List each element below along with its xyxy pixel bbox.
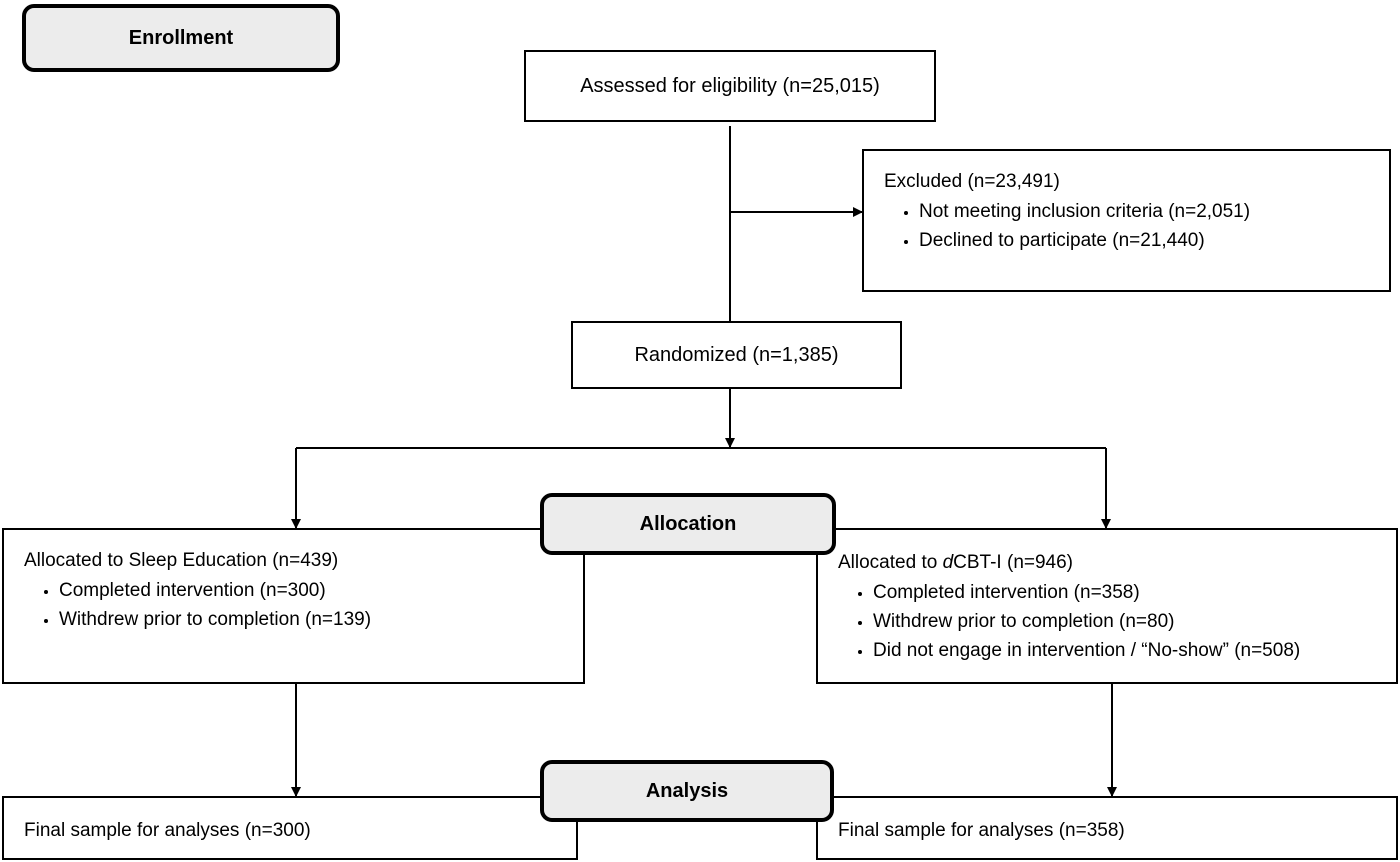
dcbt-box: Allocated to dCBT-I (n=946) Completed in… [816, 528, 1398, 684]
analysis-label: Analysis [540, 760, 834, 822]
final-sample-right-box: Final sample for analyses (n=358) [816, 796, 1398, 860]
list-item: Withdrew prior to completion (n=139) [59, 605, 583, 634]
sleep-education-box: Allocated to Sleep Education (n=439) Com… [2, 528, 585, 684]
randomized-box: Randomized (n=1,385) [571, 321, 902, 389]
excluded-title: Excluded (n=23,491) [884, 171, 1060, 192]
excluded-box: Excluded (n=23,491) Not meeting inclusio… [862, 149, 1391, 292]
sleep-education-title: Allocated to Sleep Education (n=439) [24, 550, 339, 571]
list-item: Not meeting inclusion criteria (n=2,051) [919, 197, 1389, 226]
final-sample-left-box: Final sample for analyses (n=300) [2, 796, 578, 860]
list-item: Withdrew prior to completion (n=80) [873, 607, 1396, 636]
list-item: Completed intervention (n=358) [873, 578, 1396, 607]
dcbt-list: Completed intervention (n=358) Withdrew … [838, 578, 1396, 665]
list-item: Did not engage in intervention / “No-sho… [873, 636, 1396, 665]
list-item: Declined to participate (n=21,440) [919, 226, 1389, 255]
assessed-box: Assessed for eligibility (n=25,015) [524, 50, 936, 122]
dcbt-title: Allocated to dCBT-I (n=946) [838, 552, 1074, 573]
list-item: Completed intervention (n=300) [59, 576, 583, 605]
excluded-list: Not meeting inclusion criteria (n=2,051)… [884, 197, 1389, 255]
sleep-education-list: Completed intervention (n=300) Withdrew … [24, 576, 583, 634]
enrollment-label: Enrollment [22, 4, 340, 72]
allocation-label: Allocation [540, 493, 836, 555]
final-sample-right: Final sample for analyses (n=358) [838, 820, 1125, 841]
final-sample-left: Final sample for analyses (n=300) [24, 820, 311, 841]
